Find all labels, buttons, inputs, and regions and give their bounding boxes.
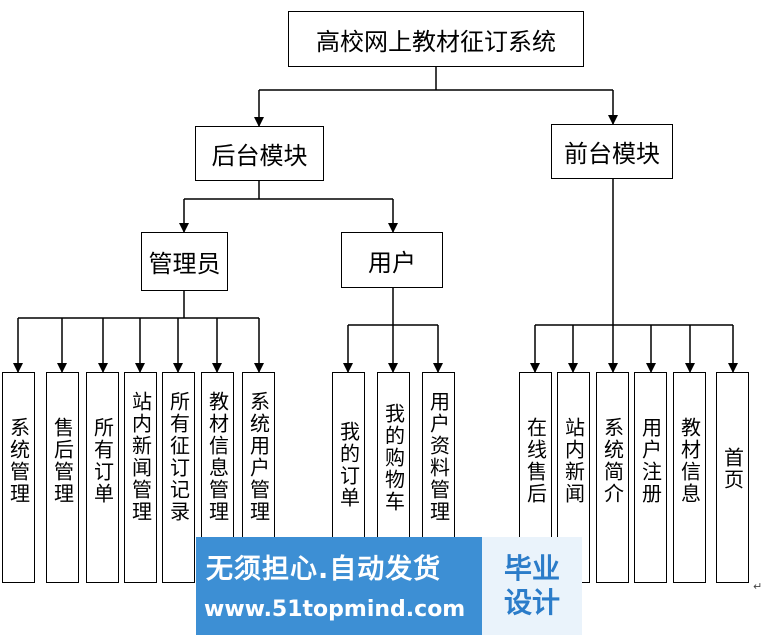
backend-module-label: 后台模块 xyxy=(211,142,308,170)
leaf-label: 用户资料管理 xyxy=(426,391,451,523)
leaf-label: 所有订单 xyxy=(90,417,115,505)
leaf-label: 首页 xyxy=(720,447,745,491)
leaf-system-management: 系统管理 xyxy=(2,372,35,583)
leaf-textbook-info: 教材信息 xyxy=(673,372,706,583)
admin-label: 管理员 xyxy=(148,250,221,278)
leaf-label: 教材信息管理 xyxy=(205,391,230,523)
banner-slogan: 无须担心.自动发货 xyxy=(206,554,442,585)
banner-brand-panel: 毕业 设计 xyxy=(482,537,582,635)
watermark-banner: 无须担心.自动发货 www.51topmind.com 毕业 设计 xyxy=(196,537,582,635)
root-node: 高校网上教材征订系统 xyxy=(288,11,584,67)
banner-brand-line1: 毕业 xyxy=(503,552,560,585)
leaf-all-orders: 所有订单 xyxy=(86,372,119,583)
leaf-label: 系统简介 xyxy=(600,417,625,505)
leaf-label: 系统用户管理 xyxy=(246,391,271,523)
frontend-module-node: 前台模块 xyxy=(551,124,673,179)
leaf-label: 售后管理 xyxy=(50,417,75,505)
paragraph-mark: ↵ xyxy=(753,580,763,593)
leaf-after-sales-management: 售后管理 xyxy=(46,372,79,583)
root-label: 高校网上教材征订系统 xyxy=(316,27,556,56)
leaf-label: 在线售后 xyxy=(523,417,548,505)
banner-brand-line2: 设计 xyxy=(503,586,560,619)
leaf-label: 系统管理 xyxy=(6,417,31,505)
leaf-home: 首页 xyxy=(716,372,749,583)
admin-node: 管理员 xyxy=(141,232,228,291)
banner-url: www.51topmind.com xyxy=(204,597,466,622)
user-node: 用户 xyxy=(341,232,443,288)
leaf-label: 我的购物车 xyxy=(381,403,406,513)
leaf-all-subscription-records: 所有征订记录 xyxy=(162,372,195,583)
user-label: 用户 xyxy=(368,248,416,277)
leaf-label: 站内新闻管理 xyxy=(128,391,153,523)
leaf-label: 我的订单 xyxy=(336,421,361,509)
leaf-label: 站内新闻 xyxy=(561,417,586,505)
leaf-label: 教材信息 xyxy=(677,417,702,505)
frontend-module-label: 前台模块 xyxy=(564,140,660,168)
leaf-site-news-management: 站内新闻管理 xyxy=(124,372,157,583)
leaf-label: 所有征订记录 xyxy=(166,391,191,523)
backend-module-node: 后台模块 xyxy=(195,126,324,181)
banner-left-panel: 无须担心.自动发货 www.51topmind.com xyxy=(196,537,482,635)
leaf-user-registration: 用户注册 xyxy=(634,372,667,583)
leaf-label: 用户注册 xyxy=(638,417,663,505)
leaf-system-intro: 系统简介 xyxy=(596,372,629,583)
